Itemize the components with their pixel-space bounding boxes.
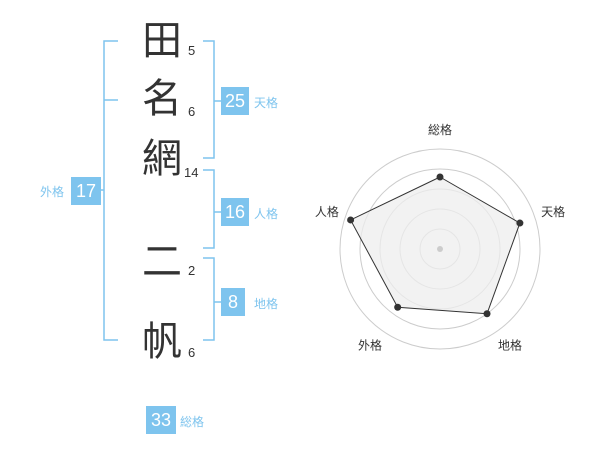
name-char-5: 帆	[142, 319, 182, 365]
radar-ring-4	[359, 168, 521, 330]
jinkaku-bracket	[203, 169, 215, 249]
radar-point-1	[516, 219, 524, 227]
stroke-count-3: 14	[184, 165, 199, 180]
radar-axis-label-2: 地格	[498, 337, 522, 352]
soukaku-value: 33	[146, 406, 176, 434]
tenkaku-bracket	[203, 40, 215, 159]
jinkaku-label: 人格	[254, 207, 279, 221]
name-char-2: 名	[142, 76, 182, 122]
chikaku-label: 地格	[254, 297, 279, 311]
soukaku-label: 総格	[180, 415, 205, 429]
gaikaku-label: 外格	[40, 185, 65, 199]
name-char-4: 二	[142, 239, 182, 285]
name-char-3: 網	[142, 136, 182, 182]
stroke-count-4: 2	[188, 263, 196, 278]
stroke-count-1: 5	[188, 43, 196, 58]
radar-axis-label-3: 外格	[358, 337, 382, 352]
radar-data-area	[349, 176, 521, 315]
chikaku-bracket	[203, 257, 215, 341]
chikaku-value: 8	[221, 288, 245, 316]
radar-center-dot	[437, 246, 443, 252]
name-char-1: 田	[142, 18, 182, 64]
radar-ring-5	[339, 148, 541, 350]
jinkaku-value: 16	[221, 198, 249, 226]
radar-axis-label-4: 人格	[315, 204, 339, 219]
radar-points	[347, 173, 524, 318]
radar-point-3	[394, 303, 402, 311]
stroke-count-2: 6	[188, 104, 196, 119]
tenkaku-label: 天格	[254, 96, 279, 110]
radar-point-4	[347, 216, 355, 224]
radar-point-0	[436, 173, 444, 181]
radar-axis-label-0: 総格	[428, 122, 452, 137]
radar-axis-label-1: 天格	[541, 204, 565, 219]
tenkaku-value: 25	[221, 87, 249, 115]
stroke-count-5: 6	[188, 345, 196, 360]
radar-point-2	[483, 310, 491, 318]
gaikaku-value: 17	[71, 177, 101, 205]
